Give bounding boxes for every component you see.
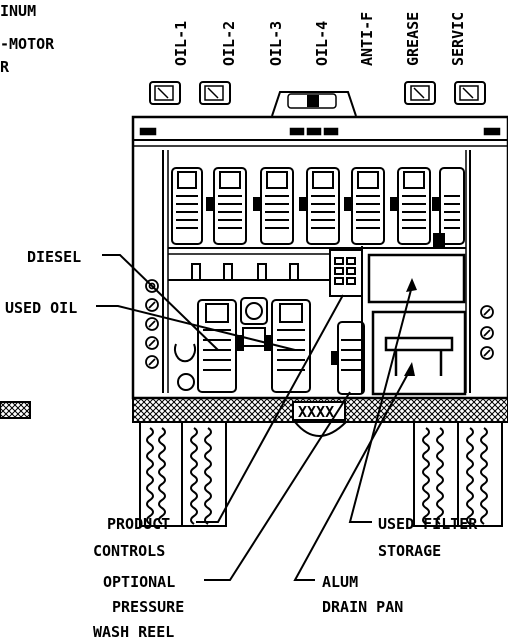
leader-diesel — [102, 254, 219, 351]
rear-bumper — [0, 397, 508, 423]
leader-pressure-wash — [204, 391, 351, 581]
tires — [139, 421, 503, 527]
roof-light-icon — [454, 81, 486, 105]
hose-reel-oil-3 — [253, 167, 294, 245]
lower-hose-reels — [174, 297, 365, 395]
hose-reel-grease — [390, 167, 431, 245]
roof-lights — [149, 81, 486, 117]
corner-line-3: R — [0, 58, 10, 76]
label-oil-3: OIL-3 — [267, 21, 285, 66]
side-markers — [145, 279, 494, 369]
hose-reel-anti-freeze — [344, 167, 385, 245]
top-labels: OIL-1 OIL-2 OIL-3 OIL-4 ANTI-F GREASE SE… — [172, 12, 467, 66]
label-oil-4: OIL-4 — [313, 21, 331, 66]
callout-pressure-wash-line-3: WASH REEL — [93, 623, 174, 639]
corner-line-1: INUM — [0, 2, 36, 20]
valve-icon — [433, 233, 445, 249]
tire-right-outer — [457, 421, 503, 527]
hose-reel-service — [432, 167, 465, 245]
hose-reel-oil-1 — [171, 167, 203, 245]
leader-lines — [96, 254, 417, 581]
callout-used-filter-line-2: STORAGE — [378, 542, 441, 560]
leader-drain-pan — [293, 369, 411, 581]
label-service: SERVIC — [449, 12, 467, 66]
callout-diesel: DIESEL — [27, 248, 81, 266]
callout-used-oil: USED OIL — [5, 299, 77, 317]
tire-right-inner — [413, 421, 459, 527]
center-marker-light-icon — [271, 91, 357, 117]
label-oil-2: OIL-2 — [220, 21, 238, 66]
tire-left-inner — [181, 421, 227, 527]
tire-left-outer — [139, 421, 183, 527]
callout-drain-pan-line-2: DRAIN PAN — [322, 598, 403, 616]
roof-light-icon — [199, 81, 231, 105]
hose-reel-pressure-wash — [331, 321, 365, 395]
truck-body — [131, 115, 508, 400]
mount-brackets — [191, 263, 299, 280]
upper-hose-reels — [171, 167, 465, 249]
callout-pressure-wash-line-2: PRESSURE — [112, 598, 184, 616]
label-grease: GREASE — [404, 12, 422, 66]
left-bumper-fragment — [0, 401, 31, 419]
hose-reel-diesel — [197, 299, 244, 393]
hitch-loop — [294, 421, 347, 437]
label-anti-freeze: ANTI-F — [358, 12, 376, 66]
leader-used-filter — [348, 285, 413, 523]
label-oil-1: OIL-1 — [172, 21, 190, 66]
callout-pressure-wash-line-1: OPTIONAL — [103, 573, 175, 591]
corner-line-2: -MOTOR — [0, 35, 55, 53]
roof-light-icon — [404, 81, 436, 105]
leader-product-controls — [196, 294, 344, 523]
callout-used-filter-line-1: USED FILTER — [378, 515, 478, 533]
product-control-panel — [329, 249, 363, 297]
callout-labels: DIESEL USED OIL PRODUCT CONTROLS OPTIONA… — [5, 248, 478, 641]
callout-product-controls-line-2: CONTROLS — [93, 542, 165, 560]
hose-loop — [174, 343, 196, 363]
bumper-tag: XXXX — [298, 403, 334, 421]
callout-drain-pan-line-1: ALUM — [322, 573, 358, 591]
hose-reel-used-oil — [264, 299, 311, 393]
hose-reel-oil-2 — [206, 167, 247, 245]
hose-reel-oil-4 — [299, 167, 340, 245]
callout-product-controls-line-1: PRODUCT — [107, 515, 170, 533]
leader-used-oil — [96, 305, 296, 351]
roof-light-icon — [149, 81, 181, 105]
corner-left-text: INUM -MOTOR R — [0, 2, 55, 76]
